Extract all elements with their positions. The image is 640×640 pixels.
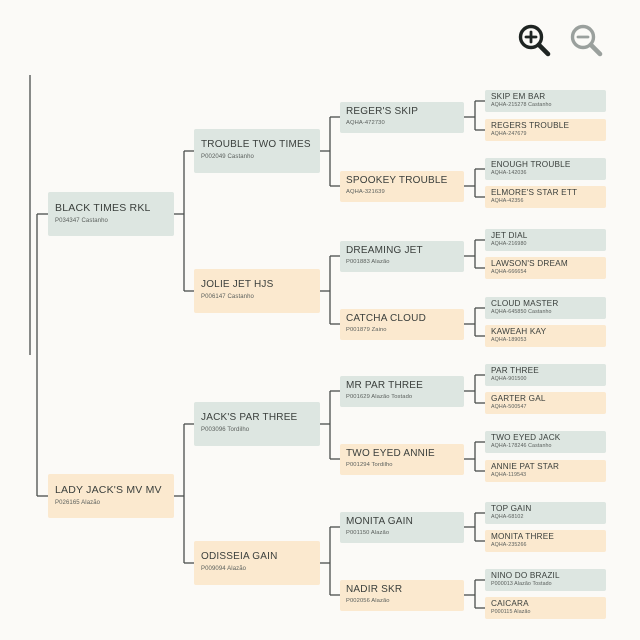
horse-registration: P003096 Tordilho	[201, 427, 250, 433]
horse-name: ANNIE PAT STAR	[491, 462, 560, 471]
horse-card-gen2[interactable]: JACK'S PAR THREE P003096 Tordilho	[194, 402, 320, 446]
horse-name: ODISSEIA GAIN	[201, 551, 278, 562]
horse-name: MONITA GAIN	[346, 515, 414, 527]
horse-registration: P006147 Castanho	[201, 294, 254, 300]
horse-name: ELMORE'S STAR ETT	[491, 188, 578, 197]
horse-name: BLACK TIMES RKL	[55, 202, 151, 214]
horse-registration: AQHA-42356	[491, 198, 524, 204]
horse-registration: AQHA-178246 Castanho	[491, 443, 552, 449]
horse-name: REGERS TROUBLE	[491, 121, 570, 130]
zoom-out-icon	[570, 24, 603, 57]
horse-registration: AQHA-666654	[491, 269, 527, 275]
horse-registration: AQHA-119543	[491, 472, 527, 478]
horse-registration: P034347 Castanho	[55, 218, 108, 224]
horse-card-gen3[interactable]: MONITA GAIN P001150 Alazão	[340, 511, 464, 543]
horse-name: SPOOKEY TROUBLE	[346, 174, 448, 186]
horse-name: MR PAR THREE	[346, 379, 424, 391]
horse-card-gen3[interactable]: DREAMING JET P001883 Alazão	[340, 240, 464, 272]
horse-registration: P001294 Tordilho	[346, 461, 393, 468]
horse-name: CLOUD MASTER	[491, 299, 559, 308]
horse-card-gen2[interactable]: JOLIE JET HJS P006147 Castanho	[194, 269, 320, 313]
horse-registration: AQHA-901500	[491, 376, 527, 382]
horse-name: CATCHA CLOUD	[346, 312, 427, 324]
horse-card-gen1[interactable]: BLACK TIMES RKL P034347 Castanho	[48, 192, 174, 236]
horse-registration: AQHA-189053	[491, 337, 527, 343]
zoom-out-button[interactable]	[568, 22, 604, 58]
horse-registration: AQHA-247679	[491, 131, 527, 137]
horse-registration: AQHA-68102	[491, 514, 524, 520]
horse-card-gen3[interactable]: NADIR SKR P002056 Alazão	[340, 579, 464, 611]
horse-name: JET DIAL	[491, 231, 528, 240]
horse-registration: P000013 Alazão Tostado	[491, 581, 552, 587]
horse-registration: P026165 Alazão	[55, 500, 101, 506]
horse-name: TWO EYED JACK	[491, 433, 561, 442]
horse-card-gen1[interactable]: LADY JACK'S MV MV P026165 Alazão	[48, 474, 174, 518]
horse-registration: AQHA-500547	[491, 404, 527, 410]
horse-registration: AQHA-645850 Castanho	[491, 309, 552, 315]
horse-registration: AQHA-215278 Castanho	[491, 102, 552, 108]
horse-card-gen2[interactable]: ODISSEIA GAIN P009094 Alazão	[194, 541, 320, 585]
horse-name: CAICARA	[491, 599, 529, 608]
horse-registration: P002049 Castanho	[201, 154, 254, 160]
horse-card-gen3[interactable]: TWO EYED ANNIE P001294 Tordilho	[340, 443, 464, 475]
horse-name: NINO DO BRAZIL	[491, 571, 560, 580]
horse-registration: AQHA-321639	[346, 188, 385, 195]
horse-card-gen3[interactable]: CATCHA CLOUD P001879 Zaino	[340, 308, 464, 340]
horse-registration: P001629 Alazão Tostado	[346, 393, 413, 400]
horse-card-gen3[interactable]: SPOOKEY TROUBLE AQHA-321639	[340, 170, 464, 202]
horse-name: TWO EYED ANNIE	[346, 447, 435, 459]
horse-name: JACK'S PAR THREE	[201, 412, 298, 423]
horse-name: TROUBLE TWO TIMES	[201, 139, 311, 150]
horse-registration: P000115 Alazão	[491, 609, 531, 615]
horse-name: LADY JACK'S MV MV	[55, 484, 162, 496]
horse-name: LAWSON'S DREAM	[491, 259, 568, 268]
horse-registration: P009094 Alazão	[201, 566, 247, 572]
horse-name: ENOUGH TROUBLE	[491, 160, 571, 169]
horse-card-gen2[interactable]: TROUBLE TWO TIMES P002049 Castanho	[194, 129, 320, 173]
horse-name: DREAMING JET	[346, 244, 423, 256]
horse-name: JOLIE JET HJS	[201, 279, 274, 290]
horse-name: PAR THREE	[491, 366, 539, 375]
horse-registration: AQHA-235266	[491, 542, 527, 548]
horse-registration: AQHA-472730	[346, 119, 385, 126]
horse-registration: P001150 Alazão	[346, 529, 390, 536]
horse-name: NADIR SKR	[346, 583, 403, 595]
zoom-in-icon	[518, 24, 551, 57]
horse-name: GARTER GAL	[491, 394, 546, 403]
horse-name: KAWEAH KAY	[491, 327, 547, 336]
horse-registration: P002056 Alazão	[346, 597, 390, 604]
horse-card-gen3[interactable]: REGER'S SKIP AQHA-472730	[340, 101, 464, 133]
horse-name: REGER'S SKIP	[346, 105, 419, 117]
horse-name: MONITA THREE	[491, 532, 555, 541]
horse-card-gen3[interactable]: MR PAR THREE P001629 Alazão Tostado	[340, 375, 464, 407]
horse-registration: AQHA-142036	[491, 170, 527, 176]
horse-name: TOP GAIN	[491, 504, 532, 513]
horse-registration: P001879 Zaino	[346, 326, 387, 333]
horse-name: SKIP EM BAR	[491, 92, 546, 101]
horse-registration: P001883 Alazão	[346, 258, 390, 265]
horse-registration: AQHA-216980	[491, 241, 527, 247]
zoom-in-button[interactable]	[516, 22, 552, 58]
